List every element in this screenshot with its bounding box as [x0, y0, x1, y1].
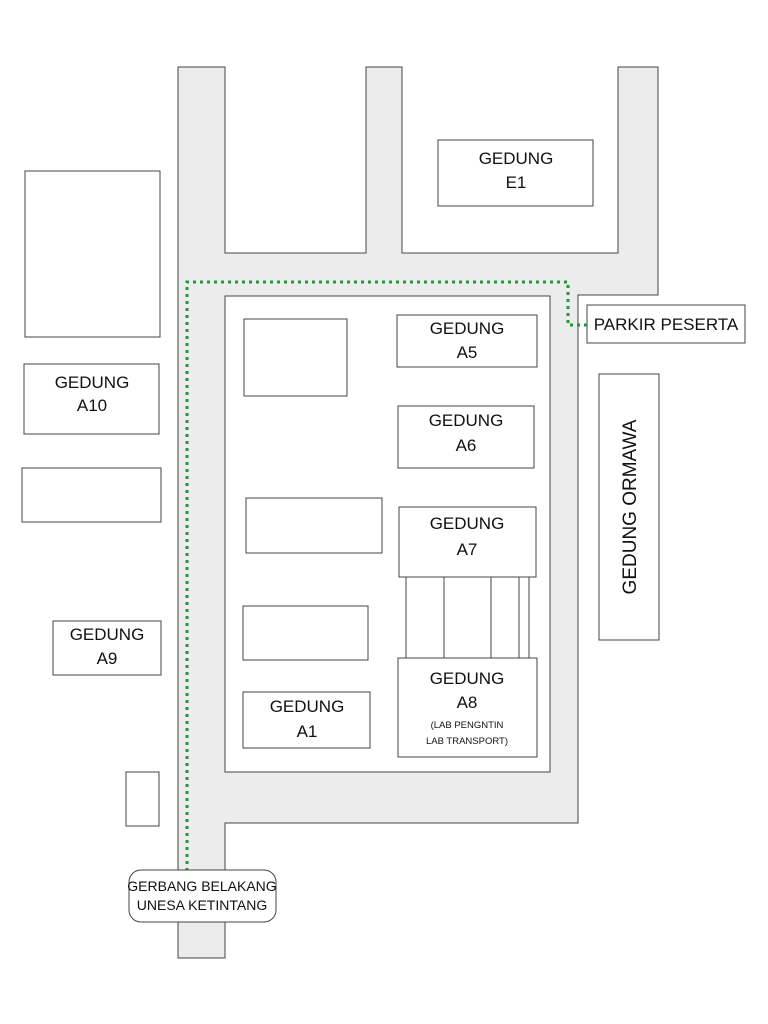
building-a1-line1: GEDUNG	[270, 697, 345, 716]
a7-a8-connector	[405, 576, 530, 659]
building-a6-line2: A6	[456, 436, 477, 455]
building-a10-line2: A10	[77, 396, 107, 415]
building-inner-3	[242, 605, 369, 661]
parking-label: PARKIR PESERTA	[586, 304, 746, 344]
building-a8-note1: (LAB PENGNTIN	[431, 720, 504, 731]
building-a10-line1: GEDUNG	[55, 373, 130, 392]
building-a8: GEDUNG A8 (LAB PENGNTIN LAB TRANSPORT)	[397, 657, 538, 758]
building-left-large	[24, 170, 161, 338]
parking-label-text: PARKIR PESERTA	[594, 315, 739, 334]
building-a7: GEDUNG A7	[398, 506, 537, 578]
building-left-small	[125, 771, 160, 827]
building-a7-line2: A7	[457, 540, 478, 559]
building-a7-line1: GEDUNG	[430, 514, 505, 533]
route-path	[185, 280, 587, 870]
building-a1-line2: A1	[297, 722, 318, 741]
building-a9-line1: GEDUNG	[70, 625, 145, 644]
building-a10: GEDUNG A10	[23, 363, 160, 435]
building-e1-line2: E1	[506, 173, 527, 192]
building-a5-line2: A5	[457, 343, 478, 362]
building-ormawa-label: GEDUNG ORMAWA	[620, 419, 641, 594]
building-inner-1	[243, 318, 348, 397]
building-left-unnamed	[21, 467, 162, 523]
building-a8-line1: GEDUNG	[430, 669, 505, 688]
building-ormawa: GEDUNG ORMAWA	[598, 373, 660, 641]
building-a1: GEDUNG A1	[242, 691, 371, 749]
building-a5: GEDUNG A5	[396, 314, 538, 368]
building-inner-2	[245, 497, 383, 554]
building-a9-line2: A9	[97, 649, 118, 668]
building-a8-note2: LAB TRANSPORT)	[426, 736, 508, 747]
building-a8-line2: A8	[457, 693, 478, 712]
gate-label-line2: UNESA KETINTANG	[137, 897, 267, 913]
building-a5-line1: GEDUNG	[430, 319, 505, 338]
building-e1: GEDUNG E1	[437, 139, 594, 207]
building-e1-line1: GEDUNG	[479, 149, 554, 168]
building-a6: GEDUNG A6	[397, 405, 535, 469]
building-a9: GEDUNG A9	[52, 620, 162, 676]
gate-label: GERBANG BELAKANG UNESA KETINTANG	[127, 869, 277, 923]
gate-label-line1: GERBANG BELAKANG	[127, 878, 276, 894]
building-a6-line1: GEDUNG	[429, 411, 504, 430]
